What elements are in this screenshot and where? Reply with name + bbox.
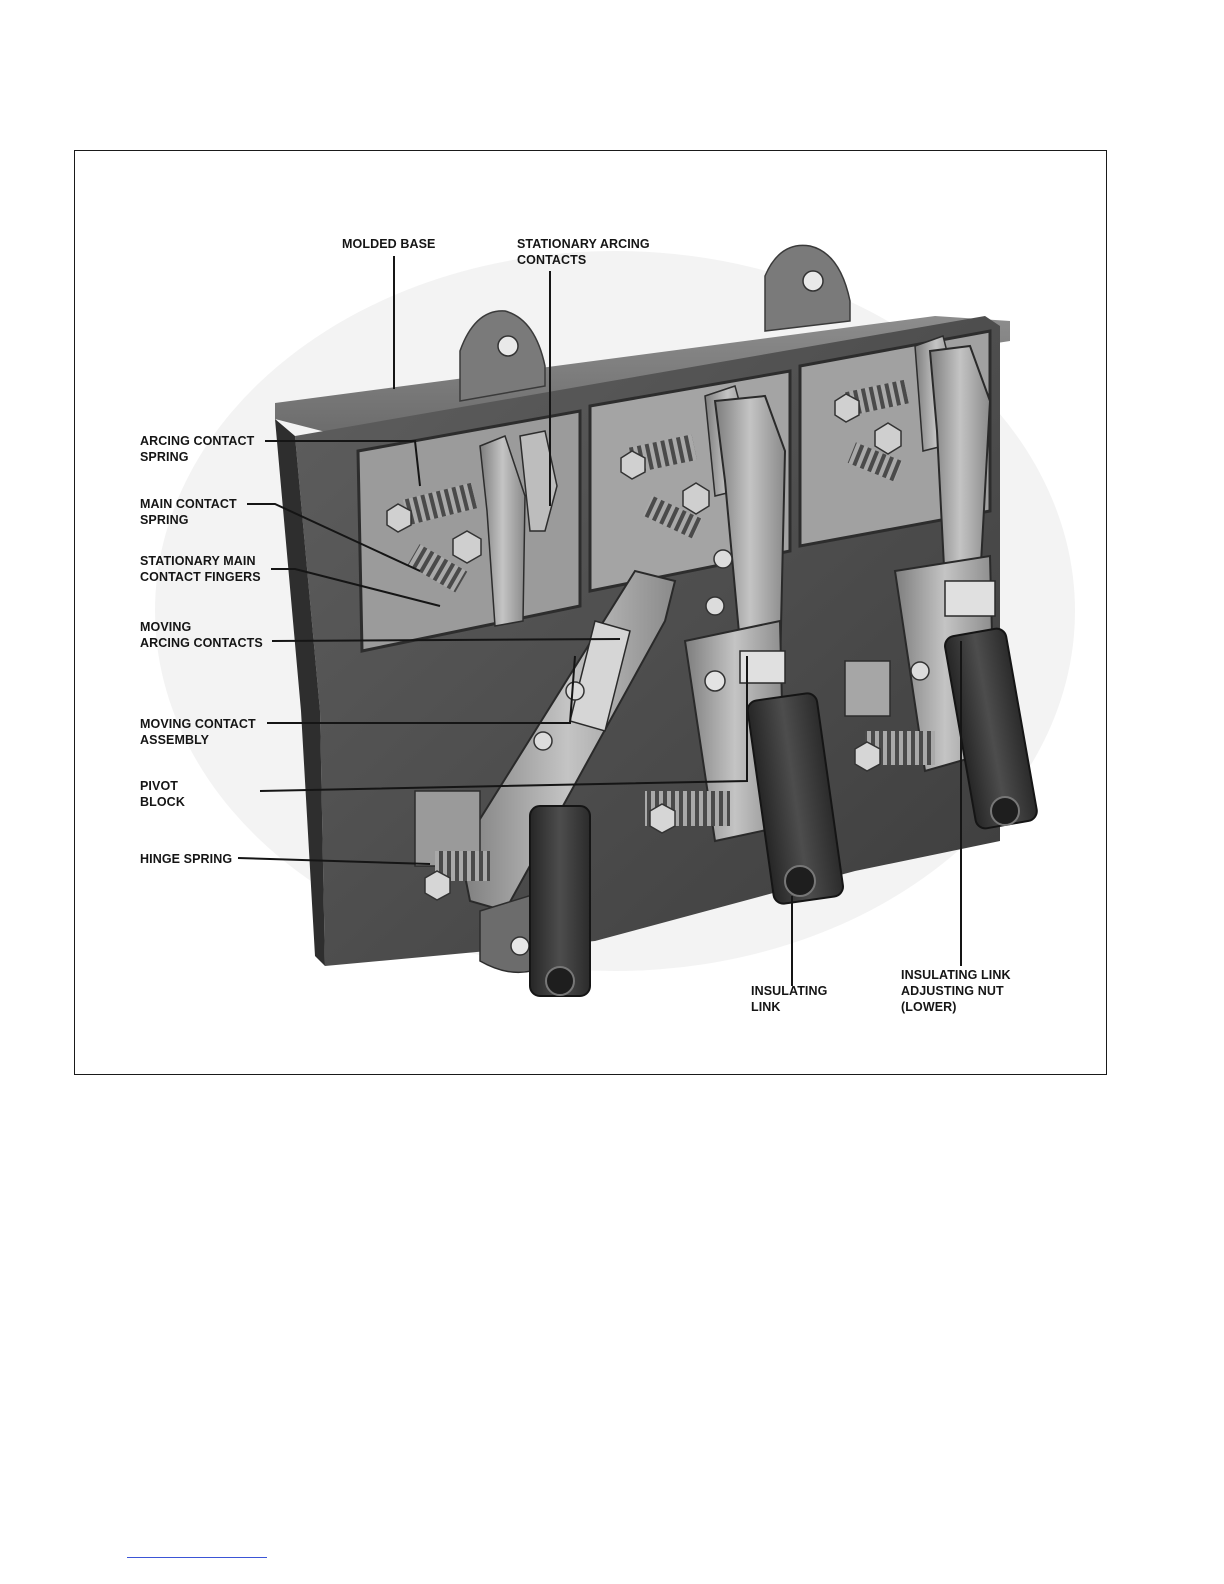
label-molded-base: MOLDED BASE bbox=[342, 236, 435, 252]
label-hinge-spring: HINGE SPRING bbox=[140, 851, 232, 867]
label-stationary-main-contact-fingers: STATIONARY MAIN CONTACT FINGERS bbox=[140, 553, 261, 585]
label-moving-contact-assembly: MOVING CONTACT ASSEMBLY bbox=[140, 716, 256, 748]
label-arcing-contact-spring: ARCING CONTACT SPRING bbox=[140, 433, 254, 465]
figure-frame: MOLDED BASE STATIONARY ARCING CONTACTS A… bbox=[74, 150, 1107, 1075]
label-stationary-arcing-contacts: STATIONARY ARCING CONTACTS bbox=[517, 236, 650, 268]
label-insulating-link: INSULATING LINK bbox=[751, 983, 827, 1015]
label-moving-arcing-contacts: MOVING ARCING CONTACTS bbox=[140, 619, 263, 651]
label-insulating-link-adjusting-nut: INSULATING LINK ADJUSTING NUT (LOWER) bbox=[901, 967, 1011, 1015]
footer-rule bbox=[127, 1557, 267, 1558]
label-pivot-block: PIVOT BLOCK bbox=[140, 778, 185, 810]
circuit-breaker-photo bbox=[75, 151, 1107, 1075]
label-main-contact-spring: MAIN CONTACT SPRING bbox=[140, 496, 237, 528]
